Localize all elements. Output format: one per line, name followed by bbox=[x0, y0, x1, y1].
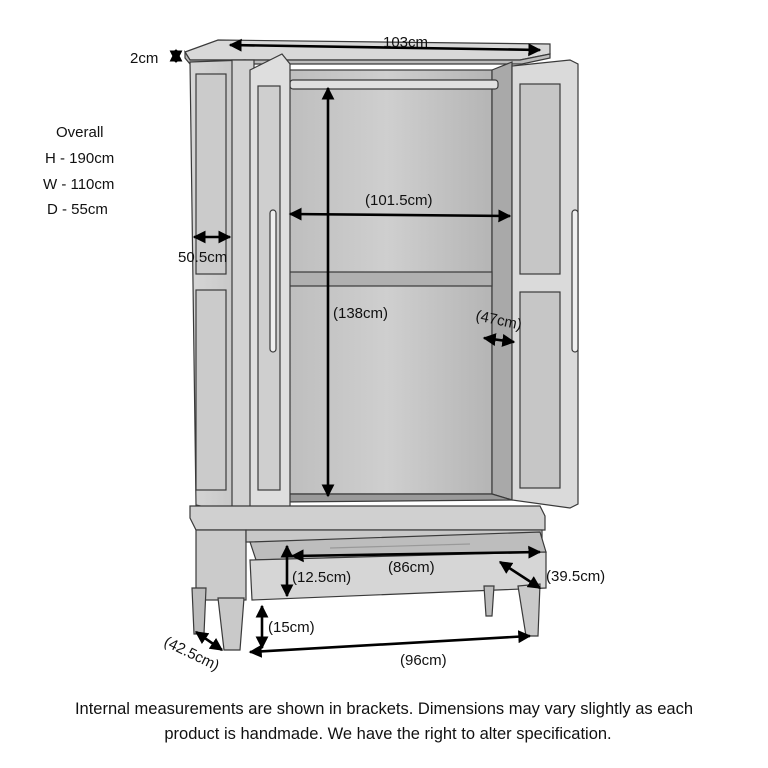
label-internal-width: (101.5cm) bbox=[365, 192, 433, 209]
arrow-drawer-width bbox=[290, 545, 542, 563]
wardrobe-body bbox=[184, 39, 579, 651]
label-base-width: (96cm) bbox=[400, 652, 447, 669]
overall-width: W - 110cm bbox=[43, 176, 114, 193]
footer-line-2: product is handmade. We have the right t… bbox=[164, 725, 611, 743]
label-drawer-depth: (39.5cm) bbox=[546, 568, 605, 585]
overall-dimensions: Overall H - 190cm W - 110cm D - 55cm bbox=[43, 124, 114, 218]
label-drawer-height: (12.5cm) bbox=[292, 569, 351, 586]
leg-back-right bbox=[483, 585, 495, 617]
overall-title: Overall bbox=[56, 124, 104, 141]
footer-line-1: Internal measurements are shown in brack… bbox=[75, 700, 693, 718]
overall-depth: D - 55cm bbox=[47, 201, 108, 218]
hanging-rail bbox=[289, 79, 499, 90]
label-drawer-width: (86cm) bbox=[388, 559, 435, 576]
arrow-base-width bbox=[248, 630, 532, 658]
label-base-depth: (42.5cm) bbox=[161, 633, 222, 674]
leg-front-right bbox=[517, 583, 541, 637]
overall-height: H - 190cm bbox=[45, 150, 114, 167]
plinth bbox=[189, 505, 546, 531]
footer-note: Internal measurements are shown in brack… bbox=[75, 700, 693, 743]
leg-front-left bbox=[217, 597, 245, 651]
label-top-thickness: 2cm bbox=[130, 50, 158, 67]
label-internal-height: (138cm) bbox=[333, 305, 388, 322]
dimension-arrows bbox=[169, 38, 542, 658]
label-leg-height: (15cm) bbox=[268, 619, 315, 636]
leg-back-left bbox=[191, 587, 207, 635]
label-top-width: 103cm bbox=[383, 34, 428, 51]
arrow-internal-depth bbox=[482, 333, 516, 347]
arrow-drawer-depth bbox=[498, 560, 542, 590]
arrow-base-depth bbox=[194, 630, 224, 652]
arrow-top-width bbox=[228, 38, 542, 57]
label-side-depth: 50.5cm bbox=[178, 249, 227, 266]
